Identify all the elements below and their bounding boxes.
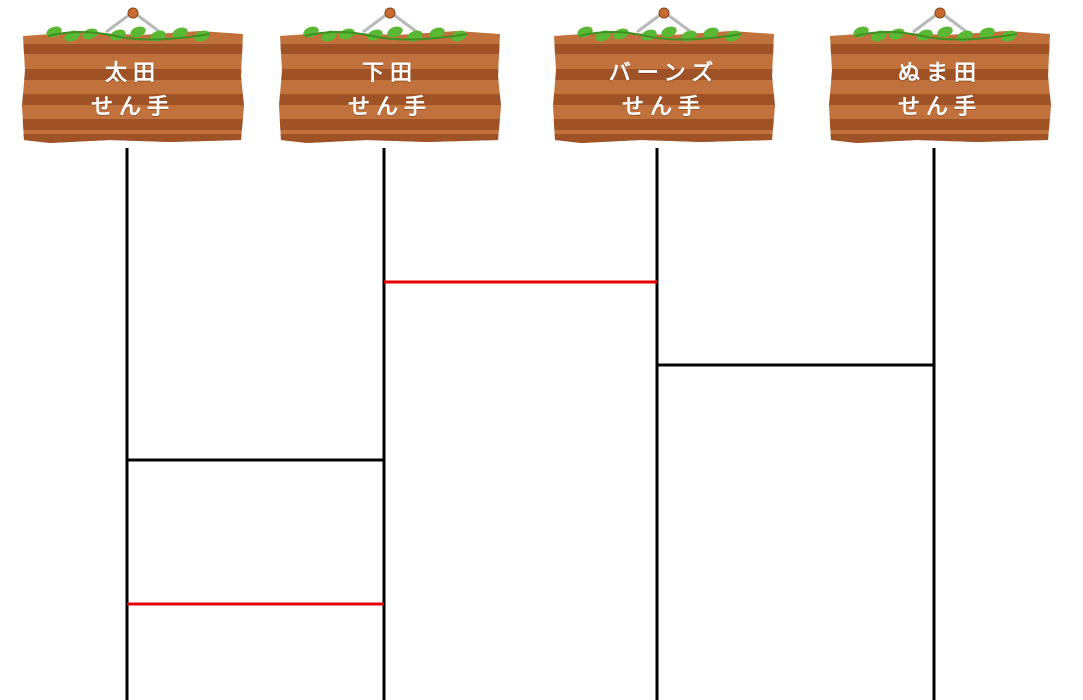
player-suffix: せん手 — [897, 95, 982, 120]
player-name: 太田 — [104, 61, 161, 86]
leaf-icon — [661, 26, 677, 38]
board-stripe — [829, 69, 1051, 80]
player-suffix: せん手 — [347, 95, 432, 120]
board-stripe — [279, 94, 501, 105]
vine — [47, 31, 211, 41]
hanger-pin-icon — [658, 7, 670, 19]
board-stripe — [553, 94, 775, 105]
wooden-sign-icon — [22, 7, 244, 143]
leaf-icon — [130, 26, 146, 38]
leaf-icon — [937, 26, 953, 38]
leaf-icon — [387, 26, 403, 38]
sign-board — [279, 31, 501, 143]
leaf-icon — [172, 27, 188, 39]
board-stripe — [553, 119, 775, 130]
hanger-pin-icon — [127, 7, 139, 19]
sign-board — [22, 31, 244, 143]
board-stripe — [829, 44, 1051, 54]
board-stripe — [279, 119, 501, 130]
board-stripe — [22, 44, 244, 54]
vine — [304, 31, 468, 41]
board-stripe — [553, 44, 775, 54]
board-stripe — [553, 69, 775, 80]
board-stripe — [829, 94, 1051, 105]
player-suffix: せん手 — [621, 95, 706, 120]
player-sign-0: 太田 せん手 — [20, 6, 246, 151]
board-stripe — [553, 134, 775, 143]
player-suffix: せん手 — [90, 95, 175, 120]
player-name: ぬま田 — [897, 61, 982, 86]
sign-board — [829, 31, 1051, 143]
board-stripe — [279, 69, 501, 80]
board-stripe — [829, 119, 1051, 130]
board-stripe — [22, 134, 244, 143]
player-name: 下田 — [361, 61, 418, 86]
wooden-sign-icon — [829, 7, 1051, 143]
player-name: バーンズ — [608, 61, 720, 86]
hanger-pin-icon — [934, 7, 946, 19]
vine — [854, 31, 1018, 41]
player-sign-3: ぬま田 せん手 — [827, 6, 1053, 151]
wooden-sign-icon — [279, 7, 501, 143]
sign-board — [553, 31, 775, 143]
board-stripe — [279, 134, 501, 143]
leaf-icon — [979, 27, 995, 39]
player-sign-1: 下田 せん手 — [277, 6, 503, 151]
hanger-pin-icon — [384, 7, 396, 19]
board-stripe — [279, 44, 501, 54]
board-stripe — [22, 69, 244, 80]
vine — [578, 31, 742, 41]
wooden-sign-icon — [553, 7, 775, 143]
board-stripe — [829, 134, 1051, 143]
leaf-icon — [429, 27, 445, 39]
player-sign-2: バーンズ せん手 — [551, 6, 777, 151]
leaf-icon — [703, 27, 719, 39]
board-stripe — [22, 94, 244, 105]
board-stripe — [22, 119, 244, 130]
